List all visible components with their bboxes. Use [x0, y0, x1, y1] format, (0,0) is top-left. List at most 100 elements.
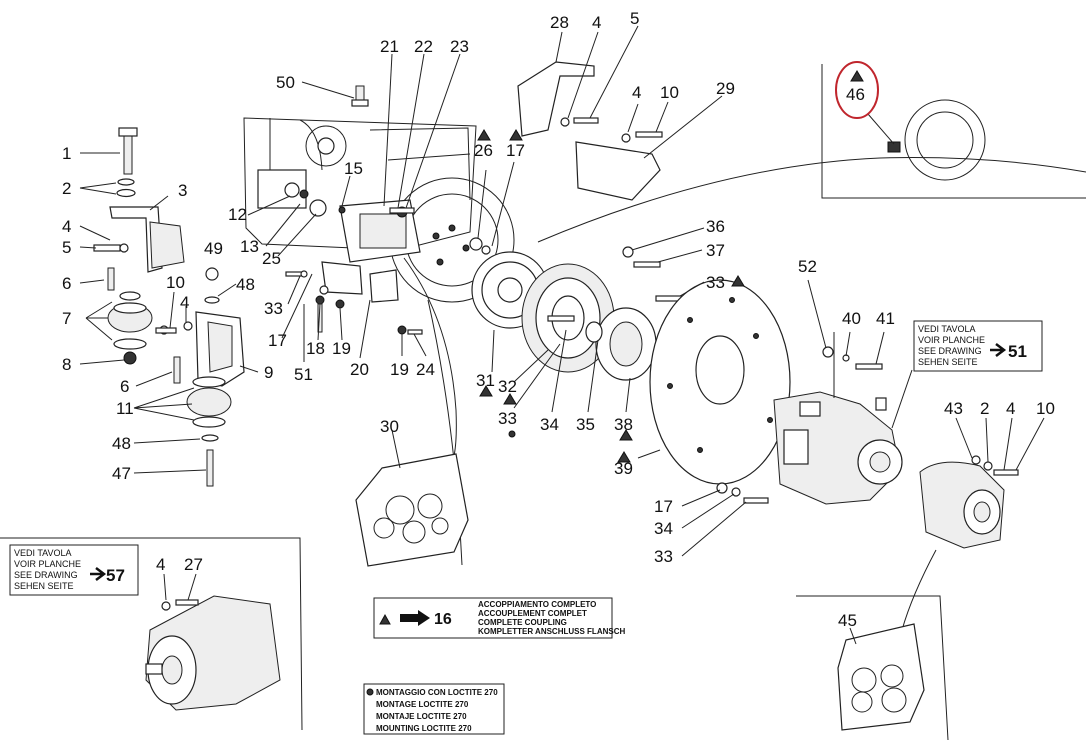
- callout: 52: [798, 257, 817, 276]
- callout: 26: [474, 141, 493, 160]
- callout: 33: [706, 273, 725, 292]
- hydraulic-pump-assembly: [773, 332, 903, 505]
- callout: 19: [332, 339, 351, 358]
- callout: 2: [980, 399, 989, 418]
- callout: 32: [498, 377, 517, 396]
- callout: 40: [842, 309, 861, 328]
- callout: 30: [380, 417, 399, 436]
- callout: 24: [416, 360, 435, 379]
- flywheel-plate: [649, 279, 791, 485]
- callout: 37: [706, 241, 725, 260]
- callout: 39: [614, 459, 633, 478]
- svg-text:KOMPLETTER ANSCHLUSS FLANSCH: KOMPLETTER ANSCHLUSS FLANSCH: [478, 627, 625, 636]
- callout: 1: [62, 144, 71, 163]
- svg-text:MONTAGE LOCTITE 270: MONTAGE LOCTITE 270: [376, 700, 469, 709]
- callout: 21: [380, 37, 399, 56]
- callout: 43: [944, 399, 963, 418]
- callout: 12: [228, 205, 247, 224]
- callout: 13: [240, 237, 259, 256]
- callout: 6: [62, 274, 71, 293]
- callout: 8: [62, 355, 71, 374]
- svg-text:ACCOPPIAMENTO COMPLETO: ACCOPPIAMENTO COMPLETO: [478, 600, 596, 609]
- callout: 10: [1036, 399, 1055, 418]
- callout: 29: [716, 79, 735, 98]
- arrow-right-icon: [990, 343, 1007, 357]
- dot-marker: [508, 430, 516, 438]
- callout: 17: [268, 331, 287, 350]
- callout: 4: [156, 555, 165, 574]
- triangle-marker: [619, 429, 633, 441]
- callout: 22: [414, 37, 433, 56]
- svg-text:MOUNTING LOCTITE 270: MOUNTING LOCTITE 270: [376, 724, 472, 733]
- callout: 27: [184, 555, 203, 574]
- callout: 19: [390, 360, 409, 379]
- triangle-marker: [379, 613, 391, 625]
- callout: 4: [592, 13, 601, 32]
- spare-gear-46: [887, 99, 986, 181]
- svg-text:VOIR PLANCHE: VOIR PLANCHE: [918, 335, 985, 345]
- callout: 34: [654, 519, 673, 538]
- callout: 48: [112, 434, 131, 453]
- highlight-circle-46: [835, 61, 879, 119]
- svg-text:57: 57: [106, 566, 125, 585]
- callout: 9: [264, 363, 273, 382]
- callout: 17: [654, 497, 673, 516]
- callout: 45: [838, 611, 857, 630]
- callout: 4: [180, 293, 189, 312]
- callout: 33: [264, 299, 283, 318]
- see-drawing-51-box: VEDI TAVOLA VOIR PLANCHE SEE DRAWING SEH…: [913, 320, 1043, 372]
- callout: 7: [62, 309, 71, 328]
- seal-kit-45: [837, 623, 925, 731]
- callout: 15: [344, 159, 363, 178]
- callout: 34: [540, 415, 559, 434]
- callout: 6: [120, 377, 129, 396]
- callout: 51: [294, 365, 313, 384]
- divider-lines: [0, 64, 1086, 741]
- svg-text:ACCOUPLEMENT COMPLET: ACCOUPLEMENT COMPLET: [478, 609, 587, 618]
- engine-block: [243, 85, 515, 335]
- callout-numbers: 1 2 3 4 5 6 7 8 6 11 48 47 49 48 10 4 9 …: [62, 9, 1055, 630]
- callout: 35: [576, 415, 595, 434]
- triangle-marker: [617, 451, 631, 463]
- engine-mount-assembly: [93, 127, 245, 487]
- callout: 5: [630, 9, 639, 28]
- callout: 38: [614, 415, 633, 434]
- callout: 18: [306, 339, 325, 358]
- triangle-marker: [479, 385, 493, 397]
- svg-text:SEE DRAWING: SEE DRAWING: [918, 346, 982, 356]
- callout: 5: [62, 238, 71, 257]
- arrow-right-icon: [90, 567, 107, 581]
- callout: 10: [166, 273, 185, 292]
- svg-text:COMPLETE COUPLING: COMPLETE COUPLING: [478, 618, 567, 627]
- svg-text:SEHEN SEITE: SEHEN SEITE: [14, 581, 74, 591]
- bracket-28-29: [517, 61, 663, 201]
- callout: 23: [450, 37, 469, 56]
- svg-text:SEE DRAWING: SEE DRAWING: [14, 570, 78, 580]
- bold-arrow-right-icon: [400, 610, 430, 626]
- callout: 4: [62, 217, 71, 236]
- leader-lines: [79, 25, 1045, 645]
- callout: 50: [276, 73, 295, 92]
- callout: 47: [112, 464, 131, 483]
- callout: 4: [632, 83, 641, 102]
- callout: 4: [1006, 399, 1015, 418]
- callout: 49: [204, 239, 223, 258]
- callout: 31: [476, 371, 495, 390]
- svg-text:MONTAJE LOCTITE 270: MONTAJE LOCTITE 270: [376, 712, 467, 721]
- triangle-marker: [477, 129, 491, 141]
- callout: 25: [262, 249, 281, 268]
- callout: 33: [654, 547, 673, 566]
- svg-text:VOIR PLANCHE: VOIR PLANCHE: [14, 559, 81, 569]
- triangle-marker: [850, 70, 864, 82]
- callout: 20: [350, 360, 369, 379]
- dot-marker: [366, 688, 374, 696]
- callout: 33: [498, 409, 517, 428]
- callout: 36: [706, 217, 725, 236]
- callout: 48: [236, 275, 255, 294]
- triangle-marker: [503, 393, 517, 405]
- svg-text:MONTAGGIO CON LOCTITE 270: MONTAGGIO CON LOCTITE 270: [376, 688, 498, 697]
- triangle-marker: [509, 129, 523, 141]
- flexible-coupling: [469, 237, 685, 381]
- seal-kit-30: [355, 453, 469, 567]
